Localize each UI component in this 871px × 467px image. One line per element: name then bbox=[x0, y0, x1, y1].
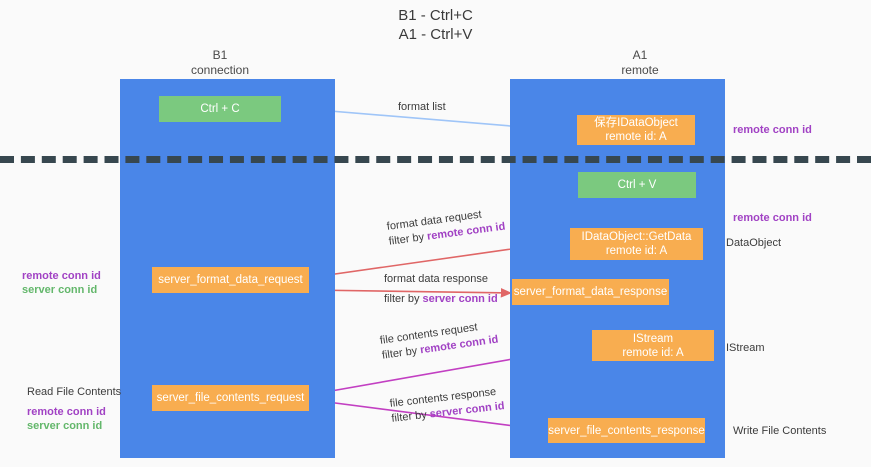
node-ctrl-c[interactable]: Ctrl + C bbox=[159, 96, 281, 122]
node-save-idataobject-line1: 保存IDataObject bbox=[594, 117, 678, 129]
annotation-right-dataobject: DataObject bbox=[726, 236, 781, 250]
column-b1-subtitle: connection bbox=[190, 63, 250, 77]
column-header-a1: A1 remote bbox=[530, 48, 750, 78]
edge-label-format-data-response-line1: format data response bbox=[384, 273, 488, 285]
title-line-1: B1 - Ctrl+C bbox=[398, 7, 473, 24]
edge-label-format-list: format list bbox=[398, 100, 446, 115]
node-idataobject-getdata-line1: IDataObject::GetData bbox=[581, 231, 692, 243]
annotation-server-conn-id: server conn id bbox=[22, 284, 98, 296]
phase-divider bbox=[0, 156, 871, 163]
column-a1-subtitle: remote bbox=[621, 63, 659, 77]
node-save-idataobject[interactable]: 保存IDataObject remote id: A bbox=[577, 115, 695, 145]
node-istream-line2: remote id: A bbox=[622, 346, 684, 359]
annotation-server-conn-id: server conn id bbox=[27, 420, 103, 432]
annotation-right-remote-conn-id-2: remote conn id bbox=[733, 211, 812, 225]
edge-label-format-list-text: format list bbox=[398, 101, 446, 113]
filter-prefix: filter by bbox=[390, 408, 431, 425]
annotation-remote-conn-id: remote conn id bbox=[733, 124, 812, 136]
annotation-remote-conn-id: remote conn id bbox=[27, 406, 106, 418]
node-idataobject-getdata-line2: remote id: A bbox=[605, 245, 668, 257]
filter-prefix: filter by bbox=[384, 293, 423, 305]
node-server-file-contents-request[interactable]: server_file_contents_request bbox=[152, 385, 309, 411]
edge-file-contents-response bbox=[311, 399, 546, 434]
node-server-format-data-request[interactable]: server_format_data_request bbox=[152, 267, 309, 293]
node-istream[interactable]: IStream remote id: A bbox=[592, 330, 714, 361]
node-server-file-contents-response-label: server_file_contents_response bbox=[548, 424, 705, 437]
filter-key-server-conn-id: server conn id bbox=[422, 293, 498, 305]
annotation-read-file-contents-label: Read File Contents bbox=[27, 386, 122, 398]
title-line-2: A1 - Ctrl+V bbox=[398, 26, 473, 43]
node-ctrl-v-label: Ctrl + V bbox=[617, 179, 657, 191]
annotation-istream-label: IStream bbox=[726, 342, 765, 354]
node-server-file-contents-request-label: server_file_contents_request bbox=[156, 392, 305, 404]
node-server-format-data-request-label: server_format_data_request bbox=[158, 274, 303, 286]
edge-format-data-response bbox=[309, 288, 513, 298]
node-idataobject-getdata[interactable]: IDataObject::GetData remote id: A bbox=[570, 228, 703, 260]
column-b1-name: B1 bbox=[212, 48, 228, 62]
annotation-left-conn-ids-1: remote conn id server conn id bbox=[22, 269, 101, 297]
edge-label-format-data-response-filter: filter by server conn id bbox=[384, 292, 498, 307]
annotation-remote-conn-id: remote conn id bbox=[22, 270, 101, 282]
filter-prefix: filter by bbox=[381, 344, 422, 362]
annotation-right-istream: IStream bbox=[726, 341, 765, 355]
node-server-format-data-response[interactable]: server_format_data_response bbox=[512, 279, 669, 305]
column-a1-name: A1 bbox=[632, 48, 648, 62]
annotation-right-write-file-contents: Write File Contents bbox=[733, 424, 826, 438]
node-server-file-contents-response[interactable]: server_file_contents_response bbox=[548, 418, 705, 443]
node-istream-line1: IStream bbox=[632, 332, 674, 345]
annotation-right-remote-conn-id-1: remote conn id bbox=[733, 123, 812, 137]
node-server-format-data-response-label: server_format_data_response bbox=[513, 286, 668, 298]
node-ctrl-v[interactable]: Ctrl + V bbox=[578, 172, 696, 198]
node-ctrl-c-label: Ctrl + C bbox=[200, 103, 240, 115]
diagram-title: B1 - Ctrl+C A1 - Ctrl+V bbox=[0, 6, 871, 44]
node-save-idataobject-line2: remote id: A bbox=[605, 131, 667, 143]
column-header-b1: B1 connection bbox=[110, 48, 330, 78]
annotation-left-read-file-contents: Read File Contents remote conn id server… bbox=[27, 385, 121, 433]
annotation-write-file-contents-label: Write File Contents bbox=[733, 425, 827, 437]
annotation-dataobject-label: DataObject bbox=[726, 237, 782, 249]
edge-label-format-data-response: format data response filter by server co… bbox=[384, 272, 498, 307]
annotation-remote-conn-id: remote conn id bbox=[733, 212, 812, 224]
filter-prefix: filter by bbox=[388, 230, 428, 248]
